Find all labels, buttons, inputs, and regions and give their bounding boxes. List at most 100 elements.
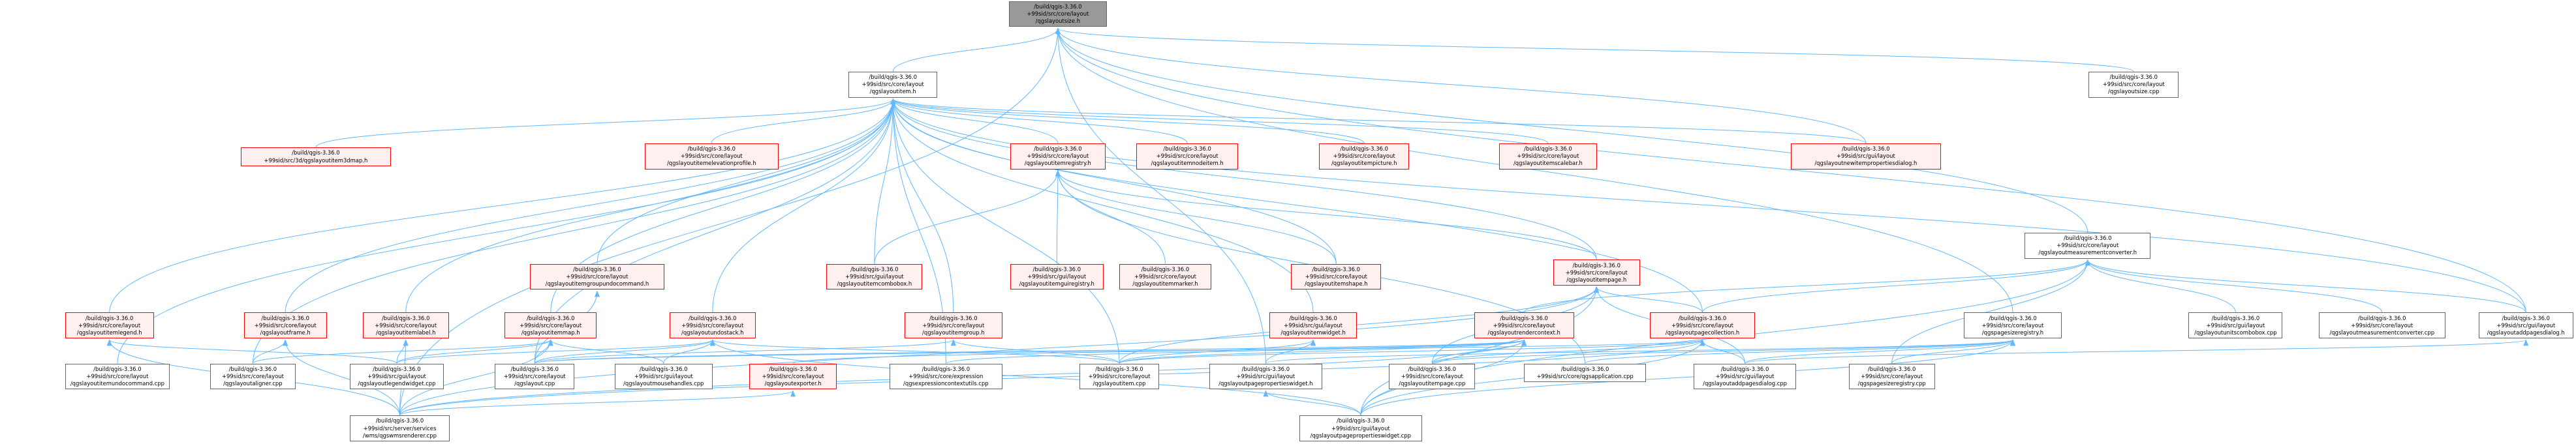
edge-pagecollection-to-measconv_h <box>1702 259 2090 313</box>
edge-legendwidget-to-itemmap <box>396 339 553 364</box>
edge-aligner-to-itemframe <box>252 339 288 364</box>
edge-measconv_cpp-to-measconv_h <box>2085 259 2383 313</box>
node-qgslayoutitem3dmap-h[interactable]: /build/qgis-3.36.0 +99sid/src/3d/qgslayo… <box>241 147 391 166</box>
edge-pageprops_h-to-pagesizereg_h <box>1265 339 2015 364</box>
node-measconv-cpp[interactable]: /build/qgis-3.36.0 +99sid/src/core/layou… <box>2318 312 2445 339</box>
edge-groupundo-to-layoutitem_h <box>597 98 896 264</box>
node-qgslayoutitempage-h[interactable]: /build/qgis-3.36.0 +99sid/src/core/layou… <box>1553 259 1640 286</box>
node-exprutils[interactable]: /build/qgis-3.36.0 +99sid/src/core/expre… <box>889 363 1002 390</box>
node-pageprops-h[interactable]: /build/qgis-3.36.0 +99sid/src/gui/layout… <box>1209 363 1322 390</box>
edge-itempicture-to-layoutitem_h <box>890 98 1365 144</box>
node-qgslayoutitemmap-h[interactable]: /build/qgis-3.36.0 +99sid/src/core/layou… <box>504 312 597 339</box>
edge-pageprops_h-to-root <box>1055 27 1266 364</box>
node-qgslayoutitemmarker-h[interactable]: /build/qgis-3.36.0 +99sid/src/core/layou… <box>1119 263 1211 290</box>
edge-itempage_h-to-layoutitem_h <box>890 98 1597 260</box>
edge-unitscombo-to-measconv_h <box>2085 259 2236 313</box>
edge-pageprops_cpp-to-pageprops_h <box>1263 390 1361 416</box>
node-qgslayoutitemelevationprofile-h[interactable]: /build/qgis-3.36.0 +99sid/src/core/layou… <box>644 143 779 170</box>
node-qgslayoutitemlegend-h[interactable]: /build/qgis-3.36.0 +99sid/src/core/layou… <box>65 312 154 339</box>
node-qgslayoutitemguiregistry-h[interactable]: /build/qgis-3.36.0 +99sid/src/gui/layout… <box>1010 263 1104 290</box>
edge-pagecollection-to-itempage_h <box>1594 286 1703 313</box>
edge-wmsrenderer-to-itempage_h <box>399 286 1600 416</box>
node-exporter-h[interactable]: /build/qgis-3.36.0 +99sid/src/core/layou… <box>749 363 837 390</box>
edge-layoutitem_cpp-to-rendercontext <box>1119 339 1527 364</box>
edge-itempage_h-to-itemregistry_h <box>1055 170 1597 260</box>
edge-layout_cpp-to-undostack <box>534 339 715 364</box>
edge-addpages_h-to-measconv_h <box>2085 259 2526 313</box>
edge-layout_cpp-to-rendercontext <box>534 339 1527 364</box>
edge-layoutitem_cpp-to-itemwidget <box>1119 339 1316 364</box>
node-unitscombo[interactable]: /build/qgis-3.36.0 +99sid/src/gui/layout… <box>2188 312 2283 339</box>
node-itemundocmd[interactable]: /build/qgis-3.36.0 +99sid/src/core/layou… <box>65 363 170 390</box>
edge-addpages_h-to-layoutitem_h <box>890 98 2526 313</box>
node-wmsrenderer[interactable]: /build/qgis-3.36.0 +99sid/src/server/ser… <box>349 415 450 441</box>
node-layoutitem-cpp[interactable]: /build/qgis-3.36.0 +99sid/src/core/layou… <box>1079 363 1160 390</box>
edge-layoutsize_cpp-to-root <box>1055 27 2134 72</box>
edge-wmsrenderer-to-exporter_h <box>399 390 796 416</box>
edge-combobox_h-to-itemregistry_h <box>874 170 1061 264</box>
node-qgslayoutitemnodeitem-h[interactable]: /build/qgis-3.36.0 +99sid/src/core/layou… <box>1136 143 1239 170</box>
edge-pageprops_cpp-to-undostack <box>709 339 1361 416</box>
edge-itemregistry_h-to-layoutitem_h <box>890 98 1059 143</box>
edge-application-to-pagesizereg_h <box>1585 339 2015 364</box>
node-qgslayoutitempicture-h[interactable]: /build/qgis-3.36.0 +99sid/src/core/layou… <box>1319 143 1410 170</box>
edge-itemframe-to-layoutitem_h <box>285 98 896 313</box>
node-qgslayoutitemgroup-h[interactable]: /build/qgis-3.36.0 +99sid/src/core/layou… <box>904 312 1002 339</box>
node-qgslayoutitemgroupundocommand-h[interactable]: /build/qgis-3.36.0 +99sid/src/core/layou… <box>529 263 665 290</box>
edge-pageprops_cpp-to-itempage_h <box>1360 286 1600 416</box>
node-qgslayoutrendercontext-h[interactable]: /build/qgis-3.36.0 +99sid/src/core/layou… <box>1474 312 1574 339</box>
node-qgslayoutitemlabel-h[interactable]: /build/qgis-3.36.0 +99sid/src/core/layou… <box>362 312 449 339</box>
edge-addpages_cpp-to-addpages_h <box>1745 339 2528 364</box>
edge-exprutils-to-rendercontext <box>945 339 1527 364</box>
edge-rendercontext-to-measconv_h <box>1523 259 2090 313</box>
edge-aligner-to-itemmap <box>252 339 553 364</box>
node-root-qgslayoutsize-h[interactable]: /build/qgis-3.36.0 +99sid/src/core/layou… <box>1008 1 1107 27</box>
node-qgspagesizeregistry-h[interactable]: /build/qgis-3.36.0 +99sid/src/core/layou… <box>1963 312 2062 339</box>
node-qgslayoutsize-cpp[interactable]: /build/qgis-3.36.0 +99sid/src/core/layou… <box>2088 71 2179 98</box>
edge-itemgroup-to-layoutitem_h <box>890 98 954 313</box>
edge-undostack-to-layoutitem_h <box>712 98 896 313</box>
node-qgslayoutitemcombobox-h[interactable]: /build/qgis-3.36.0 +99sid/src/gui/layout… <box>826 263 923 290</box>
node-itempage-cpp[interactable]: /build/qgis-3.36.0 +99sid/src/core/layou… <box>1389 363 1476 390</box>
edge-guiregistry-to-itemregistry_h <box>1055 170 1061 264</box>
edge-mousehandles-to-itemmap <box>548 339 664 364</box>
edge-addpages_cpp-to-pagesizereg_h <box>1745 339 2015 364</box>
node-qgslayoutmeasurementconverter-h[interactable]: /build/qgis-3.36.0 +99sid/src/core/layou… <box>2025 232 2151 259</box>
edge-wmsrenderer-to-itemframe <box>283 339 401 416</box>
node-layout-cpp[interactable]: /build/qgis-3.36.0 +99sid/src/core/layou… <box>494 363 575 390</box>
edge-itempage_cpp-to-pagesizereg_h <box>1431 339 2015 364</box>
edge-elevprofile-to-layoutitem_h <box>711 98 896 143</box>
node-qgslayoutitemwidget-h[interactable]: /build/qgis-3.36.0 +99sid/src/gui/layout… <box>1269 312 1358 339</box>
node-addpages-h[interactable]: /build/qgis-3.36.0 +99sid/src/gui/layout… <box>2478 312 2573 339</box>
edge-pagesizereg_cpp-to-pagesizereg_h <box>1891 339 2015 364</box>
edge-wmsrenderer-to-itemmap <box>399 339 553 416</box>
edge-layoutitem_cpp-to-itempage_h <box>1119 286 1600 364</box>
node-aligner[interactable]: /build/qgis-3.36.0 +99sid/src/core/layou… <box>209 363 296 390</box>
edge-wmsrenderer-to-root <box>399 27 1061 416</box>
node-qgslayoutitem-h[interactable]: /build/qgis-3.36.0 +99sid/src/core/layou… <box>848 71 938 98</box>
node-application[interactable]: /build/qgis-3.36.0 +99sid/src/core/qgsap… <box>1524 363 1646 383</box>
node-pagesizereg-cpp[interactable]: /build/qgis-3.36.0 +99sid/src/core/layou… <box>1848 363 1935 390</box>
edge-measconv_h-to-root <box>1055 27 2088 233</box>
node-qgslayoutnewitempropertiesdialog-h[interactable]: /build/qgis-3.36.0 +99sid/src/gui/layout… <box>1791 143 1941 170</box>
edge-legendwidget-to-undostack <box>396 339 715 364</box>
node-qgslayoutitemscalebar-h[interactable]: /build/qgis-3.36.0 +99sid/src/core/layou… <box>1498 143 1597 170</box>
edge-nodeitem-to-layoutitem_h <box>890 98 1188 143</box>
node-qgslayoutundostack-h[interactable]: /build/qgis-3.36.0 +99sid/src/core/layou… <box>669 312 756 339</box>
node-mousehandles[interactable]: /build/qgis-3.36.0 +99sid/src/gui/layout… <box>614 363 713 390</box>
node-qgslayoutitemregistry-h[interactable]: /build/qgis-3.36.0 +99sid/src/core/layou… <box>1010 143 1106 170</box>
node-legendwidget[interactable]: /build/qgis-3.36.0 +99sid/src/gui/layout… <box>349 363 444 390</box>
node-addpages-cpp[interactable]: /build/qgis-3.36.0 +99sid/src/gui/layout… <box>1694 363 1796 390</box>
node-pageprops-cpp[interactable]: /build/qgis-3.36.0 +99sid/src/gui/layout… <box>1299 415 1422 441</box>
edge-exporter_h-to-rendercontext <box>792 339 1527 364</box>
node-qgslayoutitemshape-h[interactable]: /build/qgis-3.36.0 +99sid/src/core/layou… <box>1291 263 1382 290</box>
node-qgslayoutpagecollection-h[interactable]: /build/qgis-3.36.0 +99sid/src/core/layou… <box>1650 312 1755 339</box>
edge-itemundocmd-to-layoutitem_h <box>117 98 896 364</box>
edge-itemlegend-to-layoutitem_h <box>109 98 896 313</box>
edge-newitemprops-to-root <box>1055 27 1867 143</box>
edge-legendwidget-to-itemlegend <box>106 339 397 364</box>
edge-item3dmap-to-layoutitem_h <box>315 98 895 148</box>
node-qgslayoutframe-h[interactable]: /build/qgis-3.36.0 +99sid/src/core/layou… <box>243 312 327 339</box>
edge-itempage_cpp-to-pagecollection <box>1431 339 1705 364</box>
